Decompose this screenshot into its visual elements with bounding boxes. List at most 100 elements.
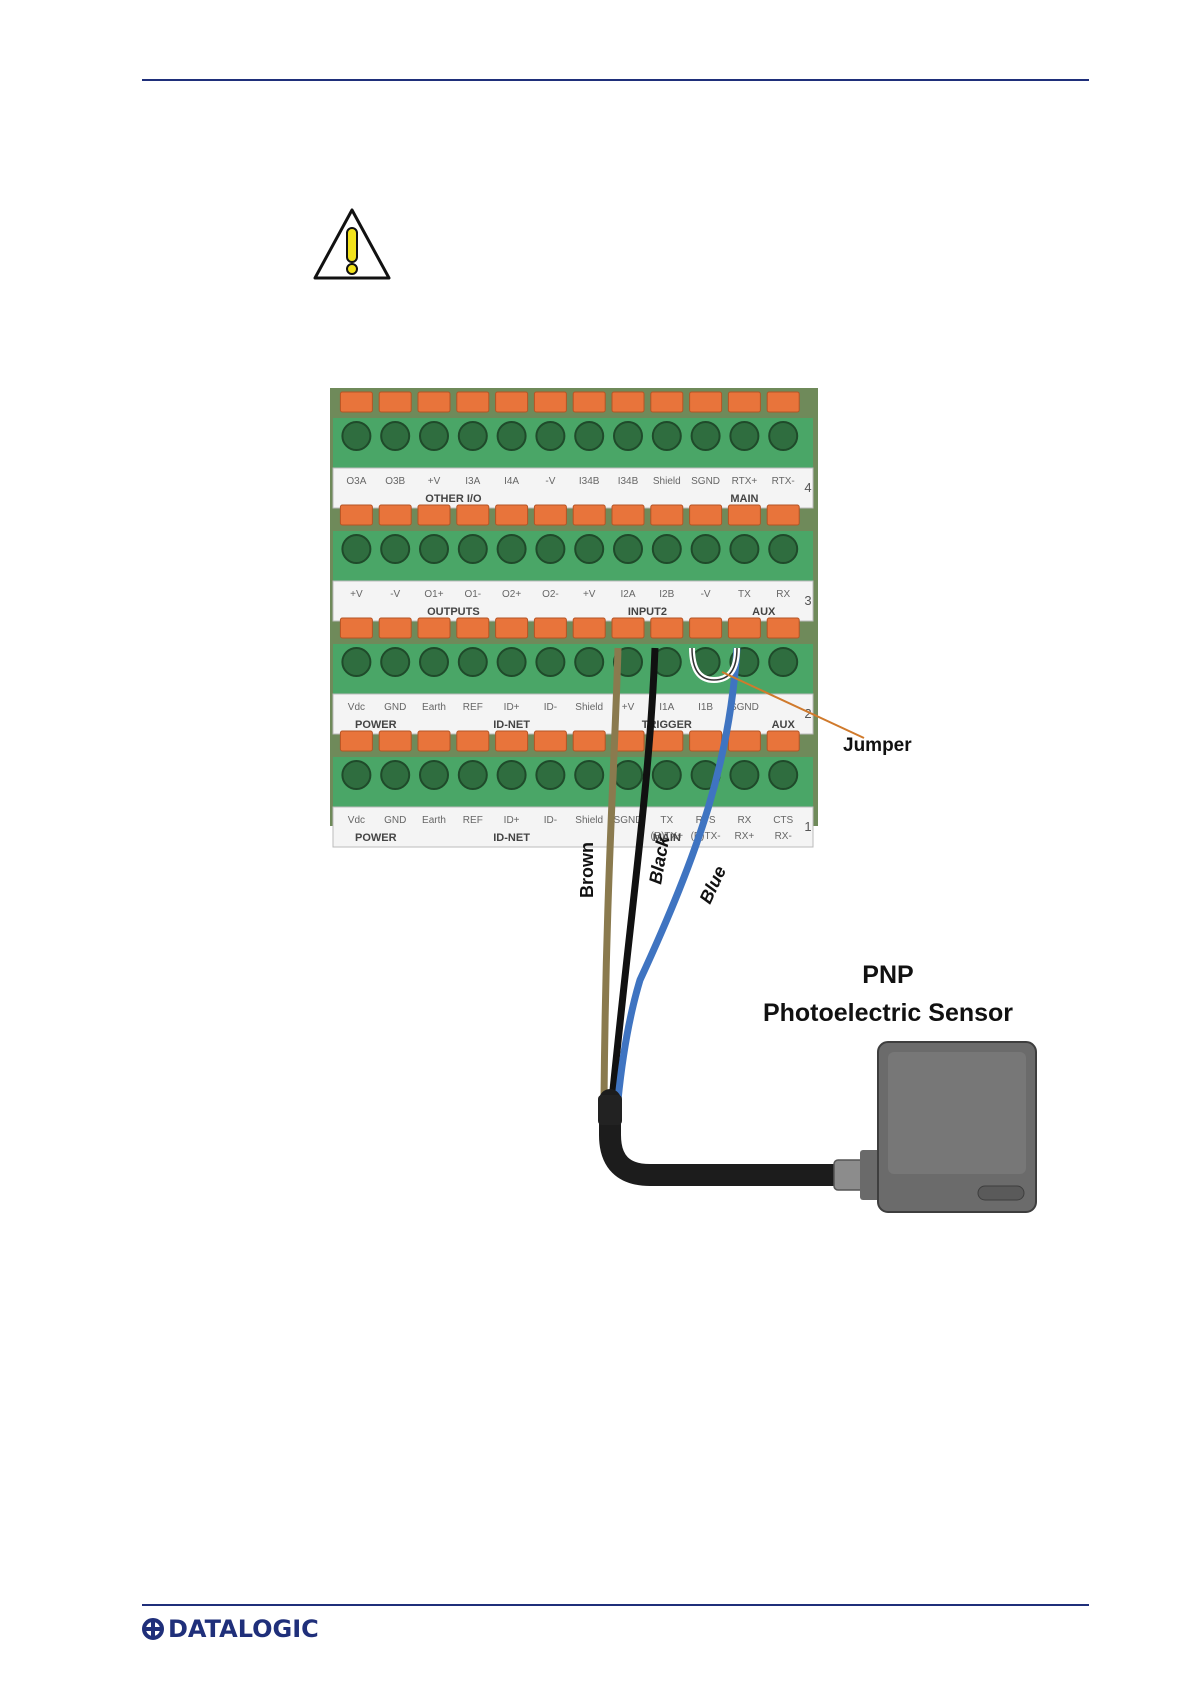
wire-entry-hole[interactable] — [419, 647, 449, 677]
wire-entry-hole[interactable] — [535, 760, 566, 790]
wire-entry-hole[interactable] — [535, 534, 566, 564]
wire-entry-hole[interactable] — [535, 647, 566, 677]
terminal-lever[interactable] — [456, 391, 490, 413]
terminal-lever[interactable] — [495, 730, 529, 752]
header-rule — [142, 79, 1089, 81]
wire-entry-hole[interactable] — [457, 534, 488, 564]
terminal-lever[interactable] — [572, 730, 606, 752]
wire-entry-hole[interactable] — [613, 421, 643, 451]
terminal-lever[interactable] — [339, 730, 373, 752]
terminal-label-strip — [332, 806, 814, 848]
wire-entry-hole[interactable] — [574, 421, 605, 451]
wire-entry-hole[interactable] — [690, 421, 721, 451]
terminal-lever[interactable] — [611, 617, 645, 639]
wire-entry-hole[interactable] — [341, 760, 372, 790]
terminal-lever[interactable] — [689, 391, 723, 413]
wire-entry-hole[interactable] — [419, 421, 449, 451]
terminal-lever[interactable] — [533, 730, 567, 752]
wire-entry-hole[interactable] — [729, 760, 760, 790]
wire-entry-hole[interactable] — [380, 534, 411, 564]
wire-entry-hole[interactable] — [651, 760, 682, 790]
terminal-lever[interactable] — [417, 391, 451, 413]
terminal-lever[interactable] — [572, 617, 606, 639]
wire-entry-hole[interactable] — [768, 534, 799, 564]
wire-entry-hole[interactable] — [574, 534, 605, 564]
terminal-lever[interactable] — [339, 504, 373, 526]
terminal-lever[interactable] — [572, 504, 606, 526]
terminal-lever[interactable] — [572, 391, 606, 413]
wire-entry-hole[interactable] — [613, 534, 643, 564]
terminal-lever[interactable] — [650, 730, 684, 752]
wire-entry-hole[interactable] — [496, 647, 527, 677]
terminal-label: Shield — [575, 702, 603, 713]
terminal-lever[interactable] — [456, 504, 490, 526]
wire-entry-hole[interactable] — [613, 760, 643, 790]
terminal-lever[interactable] — [689, 730, 723, 752]
terminal-lever[interactable] — [689, 617, 723, 639]
wire-entry-hole[interactable] — [380, 647, 411, 677]
wire-entry-hole[interactable] — [651, 421, 682, 451]
terminal-lever[interactable] — [533, 617, 567, 639]
wire-entry-hole[interactable] — [341, 421, 372, 451]
terminal-lever[interactable] — [533, 504, 567, 526]
terminal-lever[interactable] — [766, 504, 800, 526]
terminal-lever[interactable] — [378, 730, 412, 752]
terminal-lever[interactable] — [378, 617, 412, 639]
wire-entry-hole[interactable] — [341, 647, 372, 677]
wire-entry-hole[interactable] — [768, 647, 799, 677]
wire-entry-hole[interactable] — [574, 647, 605, 677]
terminal-lever[interactable] — [456, 617, 490, 639]
terminal-lever[interactable] — [727, 617, 761, 639]
wire-entry-hole[interactable] — [729, 534, 760, 564]
terminal-lever[interactable] — [650, 617, 684, 639]
terminal-lever[interactable] — [766, 617, 800, 639]
terminal-lever[interactable] — [766, 730, 800, 752]
footer-rule — [142, 1604, 1089, 1606]
terminal-lever[interactable] — [727, 391, 761, 413]
wire-entry-hole[interactable] — [457, 421, 488, 451]
terminal-lever[interactable] — [378, 391, 412, 413]
terminal-lever[interactable] — [456, 730, 490, 752]
terminal-lever[interactable] — [689, 504, 723, 526]
wire-entry-hole[interactable] — [574, 760, 605, 790]
wire-entry-hole[interactable] — [496, 760, 527, 790]
terminal-lever[interactable] — [417, 617, 451, 639]
terminal-label: (R)TX- — [691, 831, 721, 842]
terminal-lever[interactable] — [766, 391, 800, 413]
row-number: 3 — [804, 593, 811, 608]
wire-entry-hole[interactable] — [341, 534, 372, 564]
terminal-label: RTX- — [772, 476, 795, 487]
wire-entry-hole[interactable] — [768, 421, 799, 451]
wire-entry-hole[interactable] — [496, 534, 527, 564]
terminal-lever[interactable] — [339, 391, 373, 413]
terminal-lever[interactable] — [611, 504, 645, 526]
terminal-lever[interactable] — [495, 504, 529, 526]
terminal-lever[interactable] — [417, 504, 451, 526]
terminal-lever[interactable] — [650, 391, 684, 413]
wire-entry-hole[interactable] — [457, 760, 488, 790]
wire-entry-hole[interactable] — [729, 421, 760, 451]
wire-entry-hole[interactable] — [768, 760, 799, 790]
wire-entry-hole[interactable] — [690, 534, 721, 564]
wire-entry-hole[interactable] — [457, 647, 488, 677]
terminal-label: Shield — [575, 815, 603, 826]
terminal-lever[interactable] — [727, 730, 761, 752]
terminal-lever[interactable] — [417, 730, 451, 752]
terminal-lever[interactable] — [378, 504, 412, 526]
wire-entry-hole[interactable] — [419, 760, 449, 790]
terminal-lever[interactable] — [727, 504, 761, 526]
wire-entry-hole[interactable] — [419, 534, 449, 564]
sensor-cable — [599, 1089, 847, 1186]
wire-entry-hole[interactable] — [380, 421, 411, 451]
wire-entry-hole[interactable] — [380, 760, 411, 790]
terminal-lever[interactable] — [533, 391, 567, 413]
terminal-lever[interactable] — [495, 391, 529, 413]
wire-entry-hole[interactable] — [496, 421, 527, 451]
terminal-label: I1A — [659, 702, 674, 713]
terminal-lever[interactable] — [339, 617, 373, 639]
wire-entry-hole[interactable] — [651, 534, 682, 564]
terminal-lever[interactable] — [495, 617, 529, 639]
terminal-lever[interactable] — [611, 391, 645, 413]
wire-entry-hole[interactable] — [535, 421, 566, 451]
terminal-lever[interactable] — [650, 504, 684, 526]
